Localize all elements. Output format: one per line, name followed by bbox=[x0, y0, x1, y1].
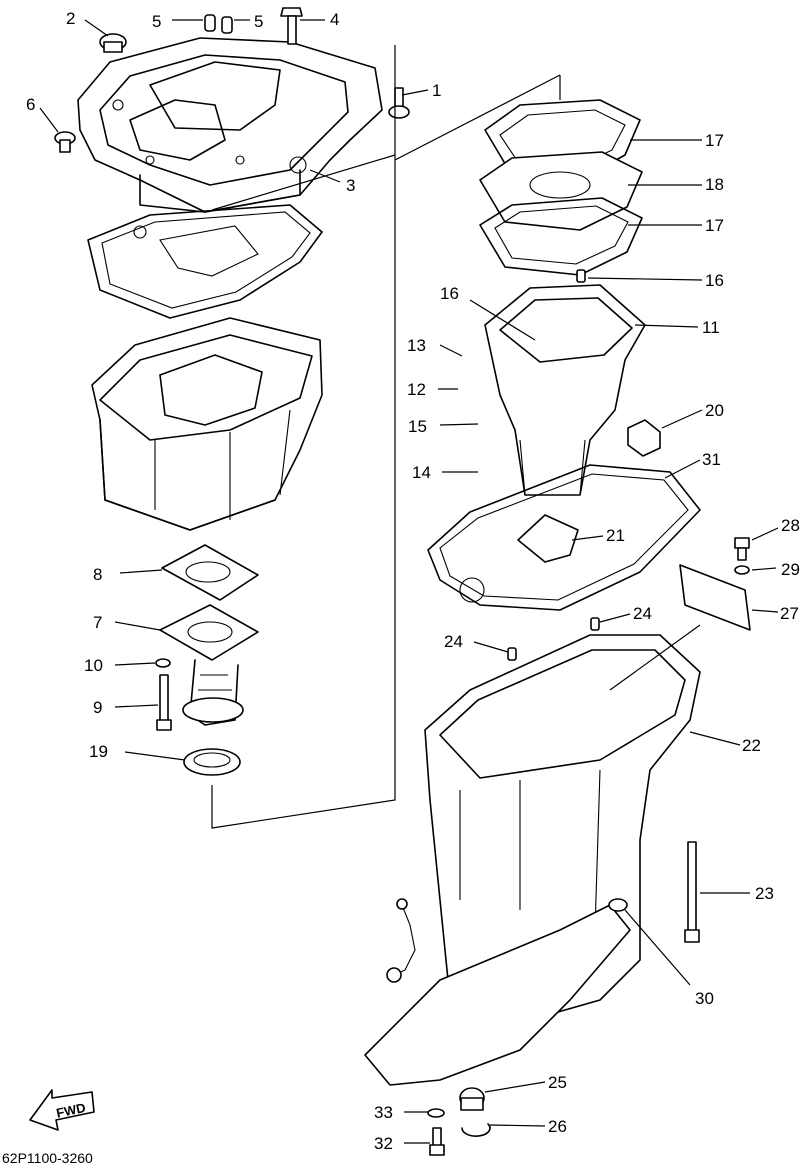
part-32-bolt bbox=[429, 1127, 445, 1156]
part-9-bolt bbox=[156, 674, 172, 731]
part-2-plug bbox=[99, 33, 127, 53]
callout-24b: 24 bbox=[444, 632, 463, 651]
callout-1: 1 bbox=[432, 81, 441, 100]
part-22-cavitation-plate bbox=[364, 904, 631, 1086]
part-26-circlip bbox=[461, 1123, 491, 1137]
callout-12: 12 bbox=[407, 380, 426, 399]
fwd-label: FWD bbox=[55, 1100, 87, 1121]
part-33-washer bbox=[427, 1108, 445, 1118]
part-18-plate bbox=[479, 151, 643, 231]
callout-32: 32 bbox=[374, 1134, 393, 1153]
callout-17a: 17 bbox=[705, 131, 724, 150]
callout-27: 27 bbox=[780, 604, 799, 623]
callout-22: 22 bbox=[742, 736, 761, 755]
part-6-plug bbox=[54, 131, 76, 153]
callout-17b: 17 bbox=[705, 216, 724, 235]
callout-30: 30 bbox=[695, 989, 714, 1008]
part-exhaust-guide bbox=[77, 37, 383, 213]
callout-11: 11 bbox=[702, 318, 720, 337]
part-1-bolt bbox=[388, 87, 410, 119]
callout-7: 7 bbox=[93, 613, 102, 632]
drawing-code: 62P1100-3260 bbox=[2, 1150, 93, 1165]
part-22-upper-casing bbox=[424, 634, 701, 1021]
fwd-direction-arrow: FWD bbox=[29, 1089, 95, 1131]
callout-16b: 16 bbox=[705, 271, 724, 290]
callout-31: 31 bbox=[702, 450, 721, 469]
callout-33: 33 bbox=[374, 1103, 393, 1122]
callout-3: 3 bbox=[346, 176, 355, 195]
callout-5a: 5 bbox=[152, 12, 161, 31]
callout-13: 13 bbox=[407, 336, 426, 355]
part-31-gasket bbox=[427, 464, 701, 611]
part-7-exhaust-manifold bbox=[159, 604, 259, 726]
part-25-bushing bbox=[459, 1087, 485, 1111]
part-24-dowel-pins bbox=[507, 617, 600, 661]
callout-23: 23 bbox=[755, 884, 774, 903]
part-21-seal bbox=[517, 514, 579, 563]
callout-29: 29 bbox=[781, 560, 800, 579]
callout-21: 21 bbox=[606, 526, 625, 545]
ground-wire bbox=[386, 898, 416, 983]
callout-24a: 24 bbox=[633, 604, 652, 623]
callout-5b: 5 bbox=[254, 12, 263, 31]
callout-14: 14 bbox=[412, 463, 431, 482]
part-17-gasket-bottom bbox=[479, 197, 643, 276]
callout-6: 6 bbox=[26, 95, 35, 114]
assembly-guide-lines bbox=[211, 45, 701, 829]
part-29-washer bbox=[734, 565, 750, 575]
callout-8: 8 bbox=[93, 565, 102, 584]
callout-4: 4 bbox=[330, 10, 339, 29]
part-28-bolt bbox=[734, 537, 750, 561]
callout-9: 9 bbox=[93, 698, 102, 717]
callout-10: 10 bbox=[84, 656, 103, 675]
callout-28: 28 bbox=[781, 516, 800, 535]
callout-labels: 1 2 3 4 5 5 6 7 8 9 10 11 12 13 14 15 16… bbox=[26, 9, 800, 1153]
leader-lines bbox=[39, 19, 779, 1144]
callout-25: 25 bbox=[548, 1073, 567, 1092]
part-20-rubber-seal bbox=[627, 419, 661, 457]
part-10-washer bbox=[155, 658, 171, 668]
part-30-anode bbox=[608, 898, 628, 912]
callout-20: 20 bbox=[705, 401, 724, 420]
part-19-seal bbox=[183, 748, 241, 776]
callout-26: 26 bbox=[548, 1117, 567, 1136]
callout-16a: 16 bbox=[440, 284, 459, 303]
callout-19: 19 bbox=[89, 742, 108, 761]
part-23-stud-bolt bbox=[684, 841, 700, 943]
part-11-muffler bbox=[484, 284, 646, 496]
part-27-plate bbox=[679, 564, 751, 631]
callout-2: 2 bbox=[66, 9, 75, 28]
callout-15: 15 bbox=[408, 417, 427, 436]
part-4-bolt bbox=[280, 7, 303, 45]
part-gasket-upper bbox=[87, 204, 323, 319]
callout-18: 18 bbox=[705, 175, 724, 194]
part-oil-pan bbox=[91, 317, 323, 531]
part-8-gasket bbox=[161, 544, 259, 601]
part-5-dowel-pins bbox=[204, 14, 233, 34]
